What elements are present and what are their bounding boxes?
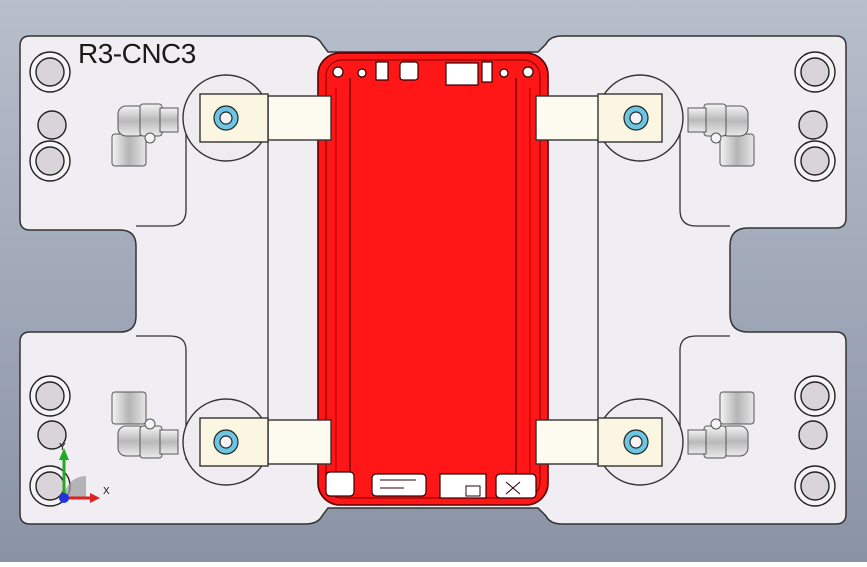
axis-triad-icon	[59, 448, 100, 503]
pocket-outline	[136, 102, 730, 460]
workpiece	[317, 52, 549, 506]
axis-x-label: X	[103, 486, 110, 497]
clamp-bolts	[213, 105, 649, 455]
fitting-icon	[111, 103, 755, 459]
axis-y-label: Y	[59, 442, 66, 453]
part-label: R3-CNC3	[78, 38, 196, 69]
